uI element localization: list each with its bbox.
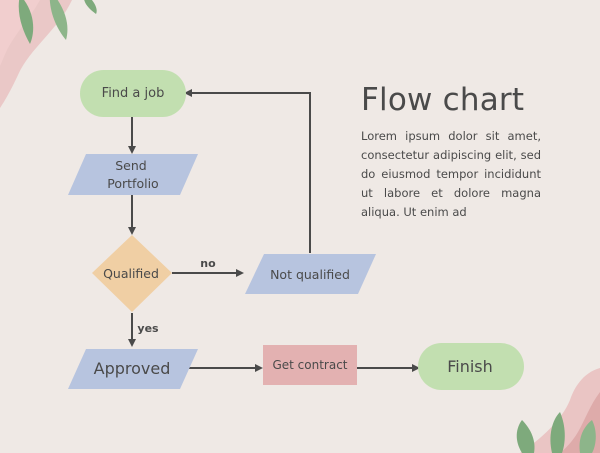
node-qualified: Qualified — [92, 235, 172, 312]
leaf-icon — [579, 420, 596, 453]
decoration-top-left — [0, 0, 97, 108]
arrow-not-qualified-to-find — [184, 89, 311, 253]
description-text: Lorem ipsum dolor sit amet, consectetur … — [361, 129, 541, 219]
connectors — [128, 89, 420, 372]
decoration-bottom-right — [516, 368, 600, 453]
leaf-icon — [49, 0, 68, 40]
io-shape — [245, 254, 376, 294]
terminal-shape — [80, 70, 186, 117]
io-shape — [68, 154, 198, 195]
leaf-icon — [18, 0, 34, 44]
node-label: Get contract — [272, 358, 347, 372]
node-label: Qualified — [103, 266, 159, 281]
io-shape — [68, 349, 198, 389]
pink-blob-top-left-light — [0, 0, 40, 66]
node-send-portfolio: Send Portfolio — [68, 154, 198, 195]
node-finish: Finish — [418, 343, 524, 390]
node-label: Portfolio — [107, 176, 158, 191]
node-label: Not qualified — [270, 267, 350, 282]
leaf-icon — [516, 420, 535, 453]
node-approved: Approved — [68, 349, 198, 389]
edge-label-no: no — [200, 257, 216, 270]
decision-shape — [92, 235, 172, 312]
process-shape — [263, 345, 357, 385]
leaf-icon — [550, 412, 565, 453]
terminal-shape — [418, 343, 524, 390]
node-label: Approved — [94, 359, 171, 378]
node-not-qualified: Not qualified — [245, 254, 376, 294]
node-label: Find a job — [102, 86, 165, 101]
node-label: Send — [115, 158, 146, 173]
node-label: Finish — [447, 357, 493, 376]
node-get-contract: Get contract — [263, 345, 357, 385]
node-find-a-job: Find a job — [80, 70, 186, 117]
page-title: Flow chart — [361, 82, 525, 118]
edge-label-yes: yes — [137, 322, 159, 335]
leaf-icon — [84, 0, 97, 14]
